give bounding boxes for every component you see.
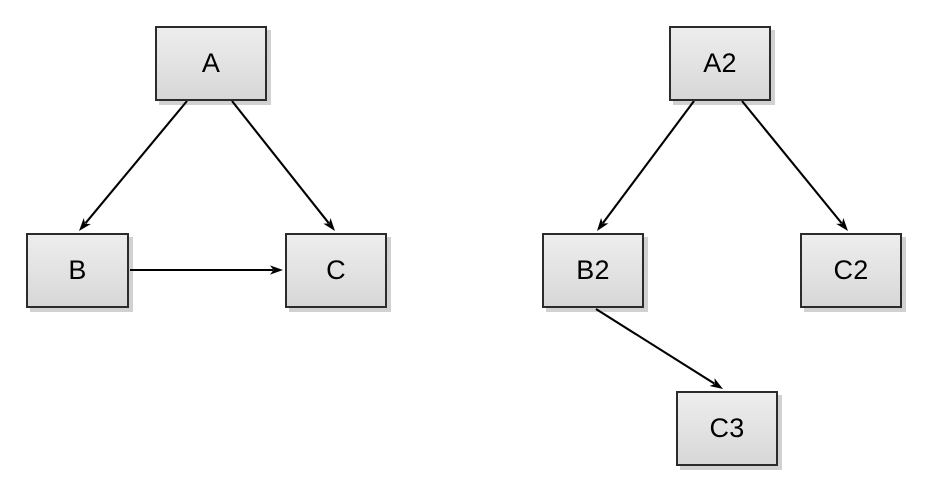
node-label: B2	[576, 255, 610, 285]
arrowhead-A2-B2	[597, 217, 609, 231]
arrowhead-A2-C2	[836, 218, 848, 231]
node-label: C2	[833, 255, 869, 285]
node-label: C3	[709, 413, 745, 443]
edge-line-A2-B2	[602, 100, 695, 224]
arrowhead-B2-C3	[709, 378, 723, 389]
node-label: C	[326, 255, 346, 285]
edge-line-A-C	[231, 100, 330, 224]
node-a[interactable]: A	[155, 26, 267, 101]
edge-line-A-B	[84, 100, 188, 224]
edge-line-B2-C3	[595, 308, 716, 385]
node-b2[interactable]: B2	[542, 233, 644, 308]
node-c3[interactable]: C3	[676, 391, 778, 466]
node-b[interactable]: B	[26, 233, 129, 308]
edge-line-A2-C2	[741, 100, 843, 224]
node-a2[interactable]: A2	[669, 26, 771, 101]
arrowhead-A-B	[79, 218, 91, 231]
node-label: A	[201, 48, 221, 78]
arrowhead-A-C	[323, 217, 335, 231]
node-c2[interactable]: C2	[800, 233, 902, 308]
node-label: B	[68, 255, 87, 285]
node-c[interactable]: C	[285, 233, 387, 308]
arrowhead-B-C	[270, 265, 283, 275]
node-label: A2	[703, 48, 737, 78]
